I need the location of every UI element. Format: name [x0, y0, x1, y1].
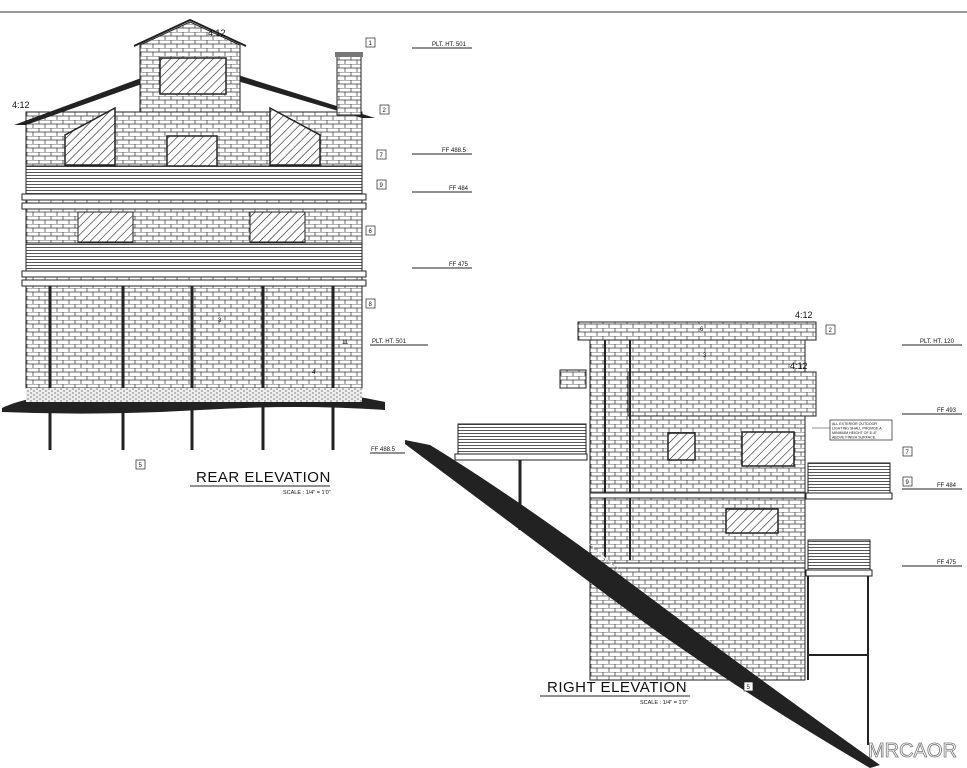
level-label: PLT. HT. 120: [920, 339, 955, 345]
pitch-label: 4:12: [208, 28, 226, 38]
pitch-label: 4:12: [795, 310, 813, 320]
rear-level-markers: PLT. HT. 501 FF 488.5 FF 484 FF 475 PLT.…: [370, 42, 472, 346]
note-line: MINIMUM HEIGHT OF 6'-8": [832, 431, 878, 435]
rear-elevation-scale: SCALE : 1/4" = 1'0": [283, 490, 331, 496]
tag-number: 3: [703, 353, 707, 359]
level-label: FF 488.5: [371, 447, 396, 453]
lighting-note: ALL EXTERIOR OUTDOOR LIGHTING SHALL PROV…: [812, 419, 893, 441]
right-level-markers: PLT. HT. 120 FF 493 FF 484 FF 475 FF 488…: [370, 339, 962, 567]
rear-elevation-title: REAR ELEVATION: [196, 469, 331, 486]
pitch-label: 4:12: [12, 100, 30, 110]
level-label: FF 475: [937, 560, 957, 566]
tag-number: 6: [369, 229, 373, 235]
note-line: ALL EXTERIOR OUTDOOR: [832, 422, 877, 426]
tag-number: 4: [312, 370, 316, 376]
tag-number: 7: [380, 153, 384, 159]
pitch-label: 4:12: [790, 361, 808, 371]
note-line: ABOVE FINISH SURFACE.: [832, 436, 876, 440]
tag-number: 5: [747, 685, 751, 691]
note-line: LIGHTING SHALL PROVIDE A: [832, 427, 882, 431]
tag-number: 11: [342, 340, 349, 346]
level-label: FF 475: [449, 262, 469, 268]
level-label: FF 493: [937, 408, 957, 414]
watermark: MRCAOR: [868, 740, 957, 762]
tag-number: 6: [700, 327, 704, 333]
right-elevation-title: RIGHT ELEVATION: [547, 679, 687, 696]
tag-number: 7: [906, 450, 910, 456]
tag-number: 2: [383, 108, 387, 114]
tag-number: 1: [369, 41, 373, 47]
tag-number: 9: [380, 183, 384, 189]
level-label: FF 484: [937, 483, 957, 489]
rear-elevation: [2, 18, 385, 450]
tag-number: 3: [218, 318, 222, 324]
level-label: PLT. HT. 501: [372, 339, 407, 345]
tag-number: 8: [369, 302, 373, 308]
tag-number: 5: [139, 463, 143, 469]
rear-tag-numbers: 1 2 7 9 6 8 11 5 3 4: [139, 41, 387, 469]
tag-number: 2: [829, 328, 833, 334]
level-label: FF 484: [449, 186, 469, 192]
level-label: PLT. HT. 501: [432, 42, 467, 48]
right-tags: [743, 324, 913, 692]
tag-number: 9: [906, 480, 910, 486]
rear-tags: [135, 37, 390, 470]
right-elevation: [405, 321, 893, 768]
level-label: FF 488.5: [442, 148, 467, 154]
right-tag-numbers: 2 7 9 5 6 3: [700, 327, 910, 691]
right-elevation-scale: SCALE : 1/4" = 1'0": [640, 700, 688, 706]
